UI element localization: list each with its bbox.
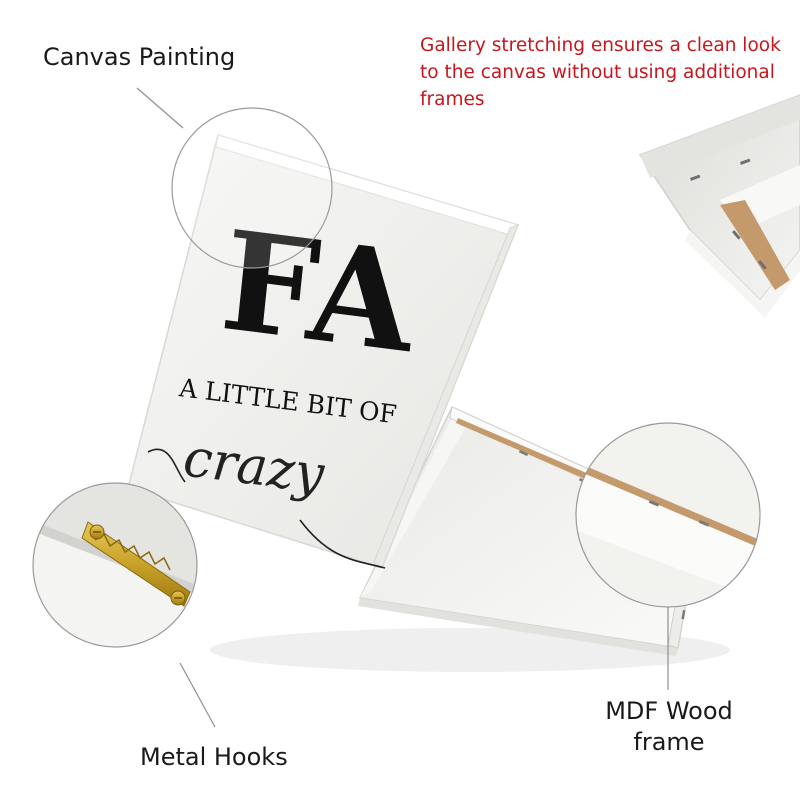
canvas-painting: FA A LITTLE BIT OF crazy <box>127 134 519 569</box>
canvas-back-view <box>358 406 701 656</box>
sawtooth-hanger <box>81 521 191 607</box>
stretched-corner-detail <box>638 94 800 318</box>
label-mdf-wood-frame: MDF Wood frame <box>601 696 737 758</box>
label-metal-hooks: Metal Hooks <box>140 743 288 771</box>
metal-hook-magnifier <box>32 482 216 728</box>
label-mdf-line2: frame <box>633 728 705 757</box>
label-mdf-line1: MDF Wood <box>605 697 733 725</box>
label-canvas-painting: Canvas Painting <box>43 43 236 71</box>
script-flourish <box>147 448 386 569</box>
gallery-stretching-note: Gallery stretching ensures a clean look … <box>420 35 781 110</box>
mdf-frame-magnifier <box>575 422 761 690</box>
canvas-texture-magnifier <box>136 87 333 269</box>
corner-wood-bar <box>720 200 790 290</box>
